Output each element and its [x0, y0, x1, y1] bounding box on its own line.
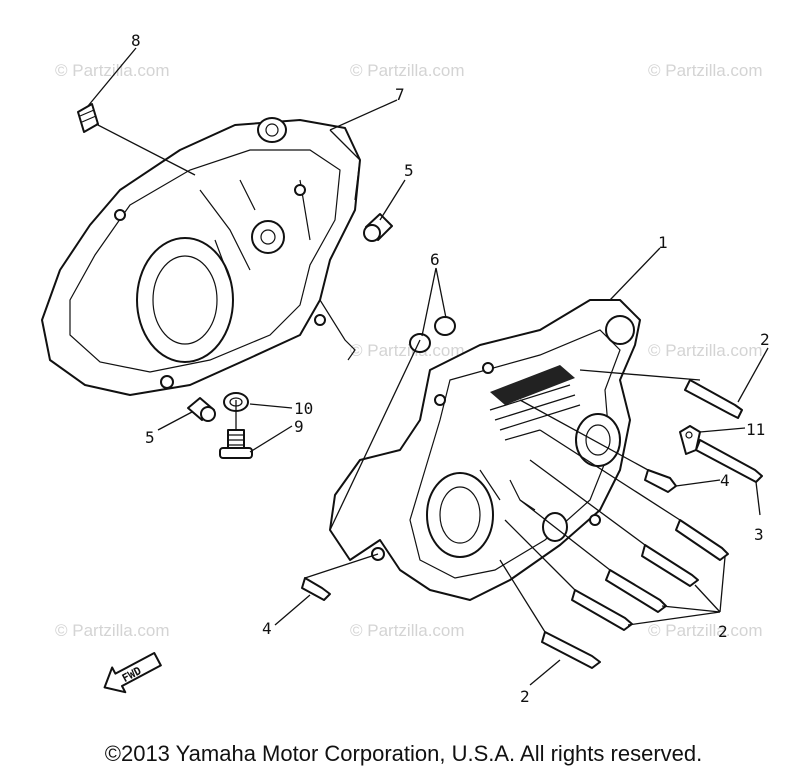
callout-5-upper: 5	[404, 161, 414, 180]
callout-6: 6	[430, 250, 440, 269]
callout-2-bottom: 2	[520, 687, 530, 706]
callout-1: 1	[658, 233, 668, 252]
watermark: © Partzilla.com	[55, 61, 170, 80]
dowel-pin-5-upper	[363, 213, 393, 242]
watermark-layer: © Partzilla.com © Partzilla.com © Partzi…	[55, 61, 763, 640]
callout-11: 11	[746, 420, 765, 439]
bolt-3	[695, 439, 763, 483]
callout-7: 7	[395, 85, 405, 104]
right-crankcase-half	[329, 299, 641, 601]
small-parts	[77, 103, 763, 669]
watermark: © Partzilla.com	[648, 621, 763, 640]
callout-3: 3	[754, 525, 764, 544]
bolts-4	[301, 469, 677, 601]
watermark: © Partzilla.com	[55, 621, 170, 640]
leader-lines	[87, 47, 769, 686]
dowel-pins-6	[409, 316, 456, 353]
callout-2-upper: 2	[760, 330, 770, 349]
bolts-2	[541, 379, 743, 669]
callout-4-right: 4	[720, 471, 730, 490]
callout-10: 10	[294, 399, 313, 418]
dowel-pin-5-lower	[187, 397, 216, 422]
watermark: © Partzilla.com	[350, 341, 465, 360]
copyright-notice: ©2013 Yamaha Motor Corporation, U.S.A. A…	[104, 741, 703, 766]
callout-2-right: 2	[718, 622, 728, 641]
callout-8: 8	[131, 31, 141, 50]
left-crankcase-half	[41, 117, 361, 396]
callout-5-lower: 5	[145, 428, 155, 447]
clamp-11	[679, 425, 701, 455]
watermark: © Partzilla.com	[648, 61, 763, 80]
callout-9: 9	[294, 417, 304, 436]
forward-direction-arrow: FWD	[103, 652, 162, 694]
watermark: © Partzilla.com	[350, 61, 465, 80]
breather-fitting-8	[77, 103, 99, 133]
watermark: © Partzilla.com	[350, 621, 465, 640]
callout-labels: 8 7 5 6 1 2 11 4 3 2 2 4 5 10 9	[131, 31, 770, 706]
callout-4-left: 4	[262, 619, 272, 638]
drain-plug-9	[219, 429, 253, 459]
watermark: © Partzilla.com	[648, 341, 763, 360]
